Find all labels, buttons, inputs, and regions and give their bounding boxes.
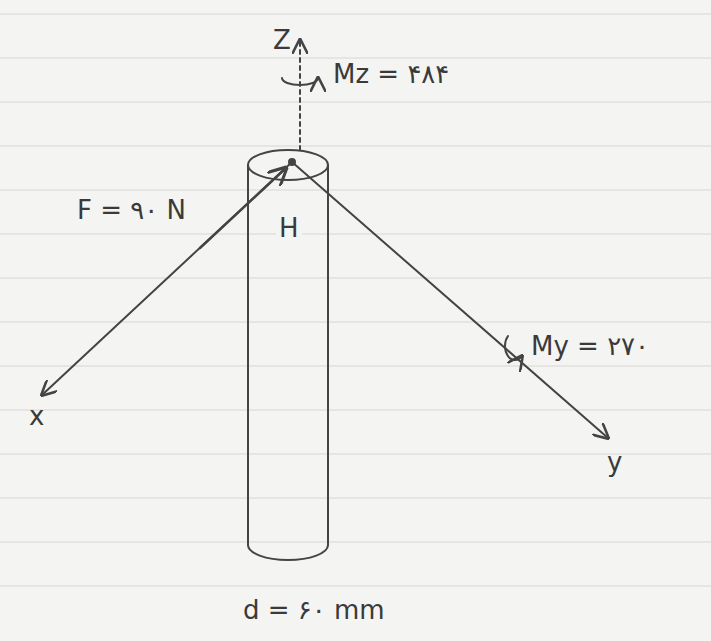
axis-label: y xyxy=(604,448,625,477)
paper-lines xyxy=(0,14,711,586)
axis-label: Z xyxy=(270,26,294,55)
moment-label: My = ۲۷۰ xyxy=(528,332,652,361)
point-label: H xyxy=(276,214,302,243)
moment-label: Mz = ۴۸۴ xyxy=(330,60,452,89)
pencil-drawing xyxy=(42,40,608,560)
axis-label: x xyxy=(26,402,47,431)
dimension-label: d = ۶۰ mm xyxy=(240,596,388,625)
force-label: F = ۹۰ N xyxy=(74,196,189,225)
